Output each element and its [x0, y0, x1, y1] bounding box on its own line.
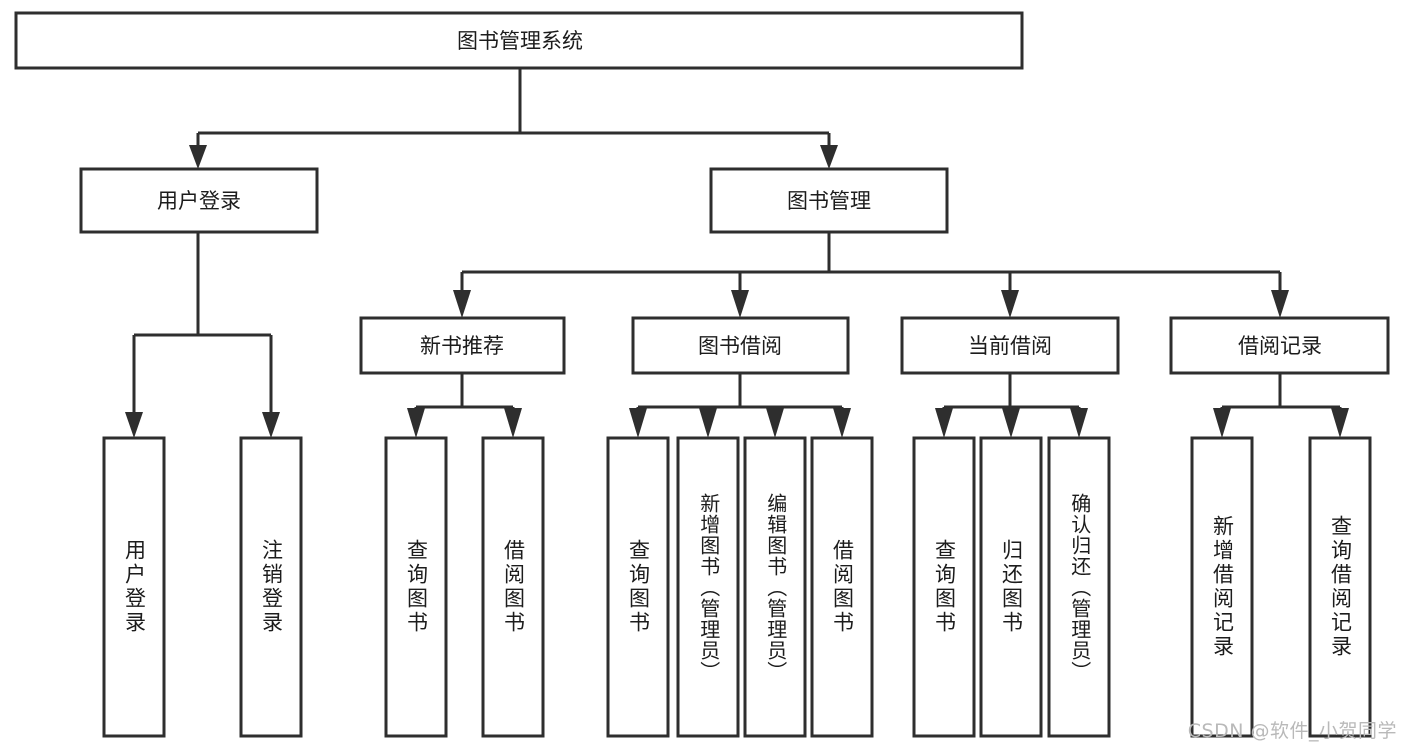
node-book-manage[interactable]: 图书管理 — [709, 167, 949, 234]
leaf-box-book-borrow-2[interactable] — [743, 436, 807, 738]
connector-group-current-borrow — [935, 373, 1088, 438]
node-current-borrow[interactable]: 当前借阅 — [900, 316, 1120, 375]
arrow-level3-0 — [453, 290, 471, 318]
leaf-box-current-borrow-0[interactable] — [912, 436, 976, 738]
node-root[interactable]: 图书管理系统 — [14, 11, 1024, 70]
node-book-borrow-label: 图书借阅 — [698, 334, 782, 358]
arrow-leaf-new-book-0 — [407, 408, 425, 438]
leaf-box-user-login-0[interactable] — [102, 436, 166, 738]
node-book-manage-label: 图书管理 — [787, 189, 871, 213]
arrow-user-login — [189, 145, 207, 169]
arrow-leaf-borrow-record-0 — [1213, 408, 1231, 438]
leaf-group-user-login — [102, 436, 303, 738]
leaf-box-book-borrow-0[interactable] — [606, 436, 670, 738]
connector-group-borrow-record — [1213, 373, 1349, 438]
node-root-label: 图书管理系统 — [457, 29, 583, 53]
leaf-box-borrow-record-0[interactable] — [1190, 436, 1254, 738]
node-current-borrow-label: 当前借阅 — [968, 334, 1052, 358]
leaf-box-current-borrow-2[interactable] — [1047, 436, 1111, 738]
connector-group-user-login — [125, 232, 280, 438]
node-user-login[interactable]: 用户登录 — [79, 167, 319, 234]
arrow-leaf-book-borrow-2 — [766, 408, 784, 438]
node-borrow-record-box[interactable] — [1169, 316, 1390, 375]
node-user-login-box[interactable] — [79, 167, 319, 234]
node-new-book-recommend[interactable]: 新书推荐 — [359, 316, 566, 375]
arrow-level3-2 — [1001, 290, 1019, 318]
node-borrow-record[interactable]: 借阅记录 — [1169, 316, 1390, 375]
arrow-leaf-current-borrow-1 — [1002, 408, 1020, 438]
arrow-leaf-user-login-0 — [125, 412, 143, 438]
leaf-box-new-book-1[interactable] — [481, 436, 545, 738]
leaf-group-borrow-record — [1190, 436, 1372, 738]
arrow-level3-3 — [1271, 290, 1289, 318]
arrow-leaf-user-login-1 — [262, 412, 280, 438]
arrow-leaf-book-borrow-3 — [833, 408, 851, 438]
arrow-level3-1 — [731, 290, 749, 318]
connector-group-book-manage — [453, 232, 1289, 318]
arrow-leaf-current-borrow-2 — [1070, 408, 1088, 438]
leaf-group-current-borrow — [912, 436, 1111, 738]
node-borrow-record-label: 借阅记录 — [1238, 334, 1322, 358]
leaf-box-borrow-record-1[interactable] — [1308, 436, 1372, 738]
node-book-borrow[interactable]: 图书借阅 — [631, 316, 850, 375]
leaf-box-new-book-0[interactable] — [384, 436, 448, 738]
node-new-book-recommend-box[interactable] — [359, 316, 566, 375]
connector-group-new-book — [407, 373, 522, 438]
leaf-box-user-login-1[interactable] — [239, 436, 303, 738]
arrow-leaf-current-borrow-0 — [935, 408, 953, 438]
leaf-group-new-book-recommend — [384, 436, 545, 738]
leaf-group-book-borrow — [606, 436, 874, 738]
leaf-box-book-borrow-1[interactable] — [676, 436, 740, 738]
arrow-leaf-borrow-record-1 — [1331, 408, 1349, 438]
node-root-box[interactable] — [14, 11, 1024, 70]
leaf-box-current-borrow-1[interactable] — [979, 436, 1043, 738]
leaf-box-book-borrow-3[interactable] — [810, 436, 874, 738]
node-new-book-recommend-label: 新书推荐 — [420, 334, 504, 358]
arrow-leaf-book-borrow-1 — [699, 408, 717, 438]
arrow-book-manage — [820, 145, 838, 169]
node-book-borrow-box[interactable] — [631, 316, 850, 375]
connector-group-book-borrow — [629, 373, 851, 438]
node-book-manage-box[interactable] — [709, 167, 949, 234]
connector-group-root — [189, 68, 838, 169]
arrow-leaf-new-book-1 — [504, 408, 522, 438]
arrow-leaf-book-borrow-0 — [629, 408, 647, 438]
node-user-login-label: 用户登录 — [157, 189, 241, 213]
node-current-borrow-box[interactable] — [900, 316, 1120, 375]
